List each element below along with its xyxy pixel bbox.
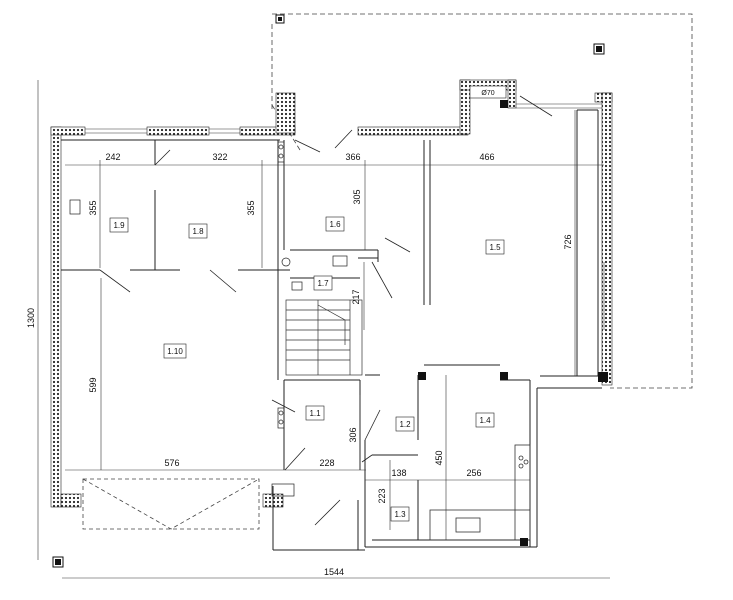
dim-width-1-3: 138 bbox=[391, 468, 406, 478]
dim-width-1-9: 242 bbox=[105, 152, 120, 162]
room-labels: 1.9 1.8 1.6 1.5 1.7 1.10 1.1 1.2 1.4 1.3 bbox=[109, 216, 505, 522]
dim-width-1-10: 576 bbox=[164, 458, 179, 468]
dim-height-1-8: 355 bbox=[246, 200, 256, 215]
kitchen-counter bbox=[429, 444, 531, 541]
dim-height-1-3: 223 bbox=[377, 488, 387, 503]
interior-walls bbox=[61, 109, 602, 551]
dim-width-1-6: 366 bbox=[345, 152, 360, 162]
room-label-1-5: 1.5 bbox=[489, 243, 501, 252]
garage-door-outline bbox=[82, 478, 260, 530]
columns bbox=[52, 14, 608, 568]
dim-width-1-8: 322 bbox=[212, 152, 227, 162]
room-label-1-2: 1.2 bbox=[399, 420, 411, 429]
dim-height-1-7: 217 bbox=[351, 289, 361, 304]
dimension-texts: 242 322 366 466 355 355 305 726 217 599 … bbox=[26, 152, 573, 577]
room-label-1-10: 1.10 bbox=[167, 347, 183, 356]
staircase bbox=[285, 299, 363, 376]
dim-height-1-6: 305 bbox=[352, 189, 362, 204]
dim-height-1-1: 306 bbox=[348, 427, 358, 442]
room-label-1-4: 1.4 bbox=[479, 416, 491, 425]
room-label-1-6: 1.6 bbox=[329, 220, 341, 229]
chimney-tag: Ø70 bbox=[469, 85, 507, 99]
chimney-label: Ø70 bbox=[481, 90, 494, 97]
room-label-1-9: 1.9 bbox=[113, 221, 125, 230]
dim-height-1-10: 599 bbox=[88, 377, 98, 392]
dim-height-1-2: 450 bbox=[434, 450, 444, 465]
dim-width-1-5: 466 bbox=[479, 152, 494, 162]
room-label-1-7: 1.7 bbox=[317, 279, 329, 288]
dim-height-1-5: 726 bbox=[563, 234, 573, 249]
vent-symbols bbox=[69, 141, 348, 497]
windows bbox=[85, 103, 605, 330]
room-label-1-3: 1.3 bbox=[394, 510, 406, 519]
room-label-1-1: 1.1 bbox=[309, 409, 321, 418]
terrace-outline bbox=[271, 13, 693, 389]
door-swings bbox=[99, 95, 553, 526]
dim-total-height: 1300 bbox=[26, 308, 36, 328]
exterior-walls bbox=[50, 79, 613, 508]
dim-height-1-9: 355 bbox=[88, 200, 98, 215]
dim-total-width: 1544 bbox=[324, 567, 344, 577]
room-label-1-8: 1.8 bbox=[192, 227, 204, 236]
dimension-lines bbox=[37, 80, 610, 579]
dim-width-hall: 228 bbox=[319, 458, 334, 468]
dim-width-1-4: 256 bbox=[466, 468, 481, 478]
